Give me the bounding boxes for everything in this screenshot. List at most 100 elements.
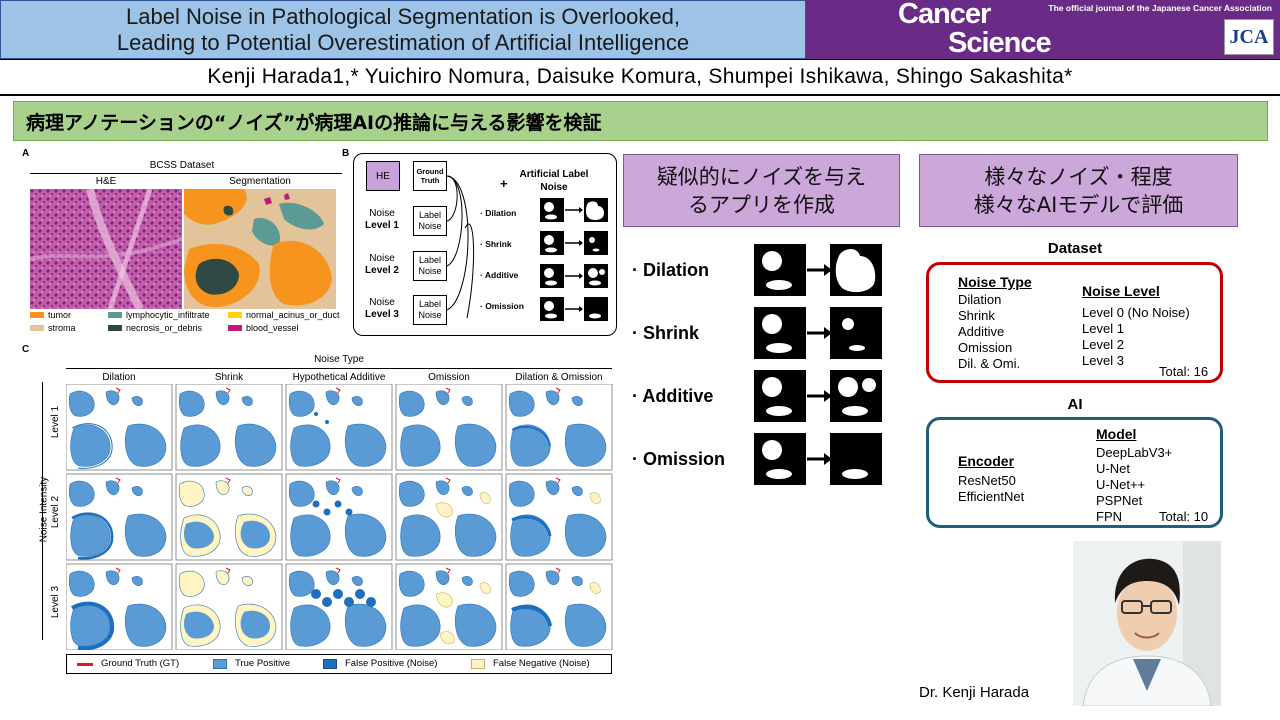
grid-fp-blob (334, 500, 342, 508)
grid-gt-mark (225, 387, 231, 394)
grid-region (105, 390, 120, 405)
grid-fn-region (589, 582, 601, 594)
grid-fp-blob (355, 589, 365, 599)
grid-cell (175, 563, 283, 650)
grid-region (125, 513, 167, 557)
legend-swatch-vessel (228, 325, 242, 331)
dataset-type-5: Dil. & Omi. (958, 356, 1021, 371)
grid-fp-blob (314, 412, 318, 416)
grid-region (325, 480, 340, 495)
grid-region (400, 514, 441, 557)
grid-region (565, 603, 607, 647)
title-line-1: Label Noise in Pathological Segmentation… (126, 3, 680, 29)
panel-c-title: Noise Type (314, 354, 364, 365)
artificial-label-noise-title: Artificial Label Noise (519, 169, 589, 193)
grid-region (131, 486, 143, 496)
grid-gt-mark (115, 567, 121, 574)
grid-fp-blob (325, 420, 329, 424)
grid-region (455, 513, 497, 557)
c-row-level-1: Level 1 (50, 405, 61, 439)
grid-cell (66, 384, 173, 471)
c-legend-swatch-fp (323, 659, 337, 669)
grid-region (510, 424, 551, 467)
model-5: FPN (1096, 509, 1122, 524)
legend-tumor: tumor (48, 310, 72, 320)
panel-b-label: B (342, 148, 350, 159)
grid-fp-blob (311, 589, 321, 599)
legend-lymph: lymphocytic_infiltrate (126, 310, 210, 320)
grid-region (131, 576, 143, 586)
grid-cell (66, 563, 173, 650)
dataset-type-3: Additive (958, 324, 1005, 339)
grid-fp-edge (511, 425, 551, 447)
box-make-app: 疑似的にノイズを与え るアプリを作成 (623, 154, 900, 227)
grid-gt-mark (555, 477, 561, 484)
grid-region (290, 604, 331, 647)
legend-swatch-tumor (30, 312, 44, 318)
level-word-3: Level 3 (365, 309, 399, 320)
grid-region (455, 603, 497, 647)
ai-title: AI (1067, 396, 1083, 413)
legend-stroma: stroma (48, 323, 76, 333)
journal-tagline: The official journal of the Japanese Can… (1048, 3, 1272, 13)
panel-c-top-rule (66, 368, 612, 369)
panel-b: B HE Ground Truth + Artificial Label Noi… (342, 148, 618, 336)
grid-region (290, 424, 331, 467)
encoder-1: ResNet50 (958, 473, 1016, 488)
authors: Kenji Harada1,* Yuichiro Nomura, Daisuke… (207, 65, 1073, 88)
grid-cell (66, 473, 173, 561)
grid-gt-mark (225, 477, 231, 484)
grid-region (565, 423, 607, 467)
grid-gt-mark (115, 387, 121, 394)
b-type-shrink: · Shrink (480, 239, 512, 249)
level-word-2: Level 2 (365, 265, 399, 276)
model-1: DeepLabV3+ (1096, 445, 1173, 460)
photo-caption: Dr. Kenji Harada (919, 684, 1030, 701)
box-evaluate-line2: 様々なAIモデルで評価 (973, 192, 1184, 217)
he-image (30, 189, 182, 309)
title-line-2: Leading to Potential Overestimation of A… (116, 29, 690, 55)
additive-example (754, 370, 882, 422)
grid-region (180, 424, 221, 467)
jca-logo: JCA (1224, 19, 1274, 55)
grid-region-shrunk (184, 611, 214, 639)
grid-region (351, 576, 363, 586)
grid-fp-blob (333, 589, 343, 599)
grid-region (70, 424, 111, 467)
grid-region (105, 570, 120, 585)
grid-fn-region (479, 492, 491, 504)
panel-c-grid (66, 384, 613, 650)
noise-type-header: Noise Type (958, 274, 1032, 290)
c-col-shrink: Shrink (214, 372, 244, 383)
grid-gt-mark (445, 567, 451, 574)
panel-c-legend: Ground Truth (GT) True Positive False Po… (66, 654, 612, 674)
c-col-dilation: Dilation (102, 372, 136, 383)
grid-gt-mark (555, 567, 561, 574)
grid-cell (395, 563, 503, 650)
panel-c-y-axis: Noise Intensity (38, 476, 50, 543)
noise-word-1: Noise (369, 208, 395, 219)
grid-region (351, 486, 363, 496)
encoder-header: Encoder (958, 453, 1015, 469)
model-3: U-Net++ (1096, 477, 1146, 492)
grid-region (571, 396, 583, 406)
journal-word-science: Science (948, 27, 1052, 59)
grid-region (215, 480, 230, 495)
subtitle-banner: 病理アノテーションの“ノイズ”が病理AIの推論に与える影響を検証 (13, 101, 1268, 141)
grid-region (510, 604, 551, 647)
grid-fp-edge (511, 515, 552, 537)
c-legend-swatch-tp (213, 659, 227, 669)
dilation-example (754, 244, 882, 296)
legend-swatch-necrosis (108, 325, 122, 331)
panel-b-frame (353, 153, 617, 336)
legend-swatch-stroma (30, 325, 44, 331)
panel-a-col-he: H&E (95, 176, 117, 187)
grid-fn-region (589, 492, 601, 504)
noise-additive-label: · Additive (632, 386, 714, 406)
grid-cell (285, 473, 393, 561)
grid-fn-region (435, 592, 453, 608)
grid-region (565, 513, 607, 557)
dataset-level-1: Level 1 (1082, 321, 1124, 336)
model-4: PSPNet (1096, 493, 1143, 508)
grid-gt-mark (225, 567, 231, 574)
